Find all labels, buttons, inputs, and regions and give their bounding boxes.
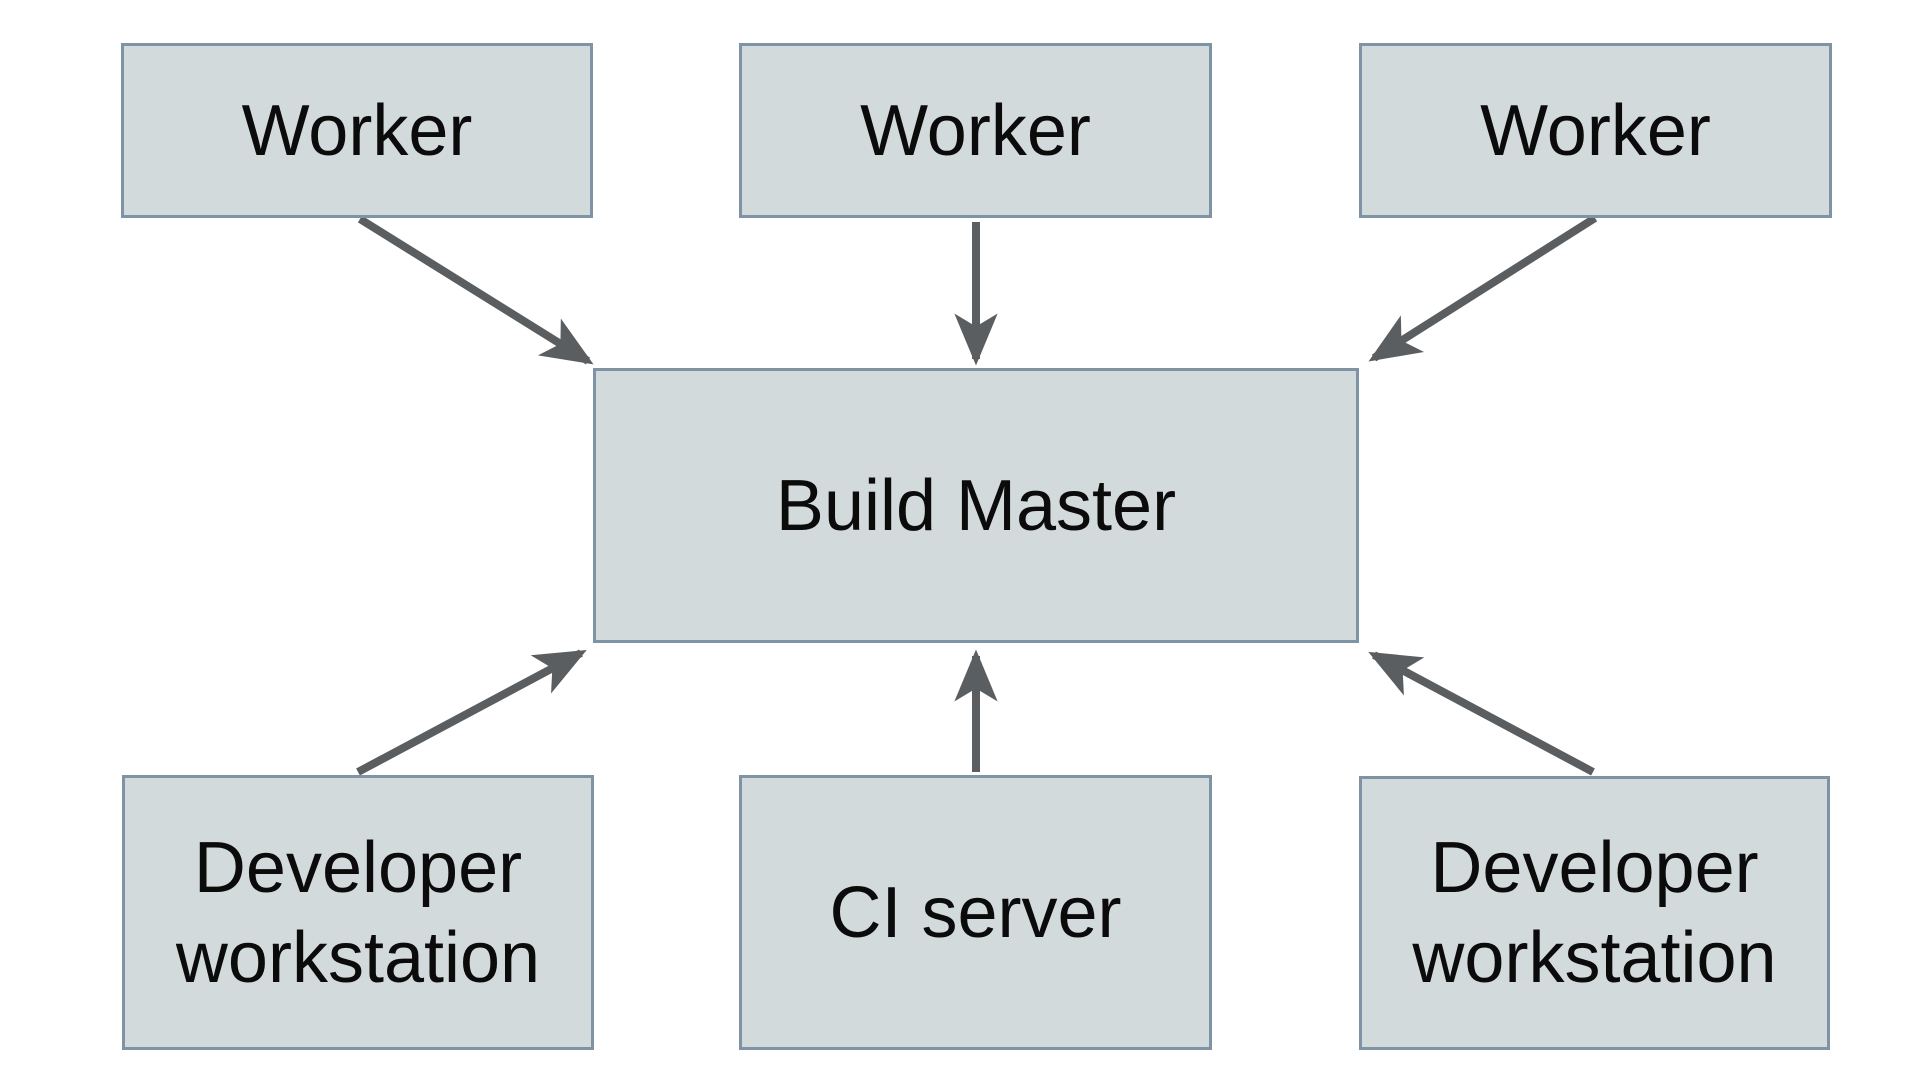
node-worker-3: Worker (1359, 43, 1832, 218)
node-build-master: Build Master (593, 368, 1359, 643)
edge-developer-workstation-2-to-build-master (1368, 651, 1595, 776)
edge-worker-3-to-build-master (1368, 214, 1598, 362)
node-developer-workstation-1: Developer workstation (122, 775, 594, 1050)
node-ci-server: CI server (739, 775, 1212, 1050)
node-developer-workstation-1-label: Developer workstation (175, 827, 541, 998)
node-developer-workstation-2-label: Developer workstation (1412, 828, 1777, 998)
node-ci-server-label: CI server (829, 872, 1122, 953)
node-worker-2: Worker (739, 43, 1212, 218)
node-build-master-label: Build Master (775, 465, 1177, 546)
node-worker-2-label: Worker (860, 90, 1091, 171)
node-worker-1: Worker (121, 43, 593, 218)
node-worker-3-label: Worker (1480, 90, 1711, 171)
edge-worker-1-to-build-master (357, 215, 594, 365)
node-worker-1-label: Worker (241, 90, 473, 171)
edge-developer-workstation-1-to-build-master (356, 649, 587, 776)
node-developer-workstation-2: Developer workstation (1359, 776, 1830, 1050)
